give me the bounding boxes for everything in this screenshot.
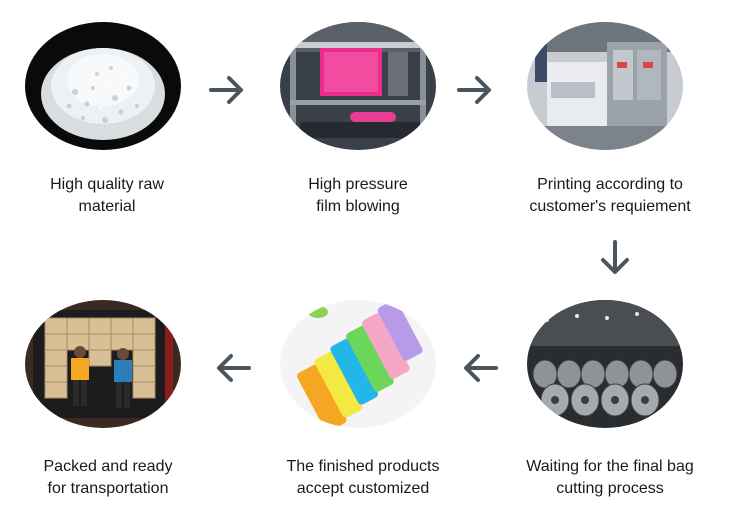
- step-6-caption-line-1: Packed and ready: [0, 456, 218, 478]
- step-1-caption-line-1: High quality raw: [0, 174, 217, 196]
- step-3-caption-line-1: Printing according to: [500, 174, 720, 196]
- step-5-caption: The finished products accept customized: [253, 456, 473, 500]
- colored-plastic-bags-image: [280, 300, 436, 428]
- step-1-caption-line-2: material: [0, 196, 217, 218]
- step-6-caption: Packed and ready for transportation: [0, 456, 218, 500]
- step-3-caption-line-2: customer's requiement: [500, 196, 720, 218]
- step-3-photo: [527, 22, 683, 150]
- step-4-caption-line-1: Waiting for the final bag: [500, 456, 720, 478]
- step-4-photo: [527, 300, 683, 428]
- step-1-caption: High quality raw material: [0, 174, 217, 218]
- step-2-caption-line-2: film blowing: [248, 196, 468, 218]
- arrow-left-icon: [213, 351, 253, 385]
- arrow-left-icon: [460, 351, 500, 385]
- step-2-caption-line-1: High pressure: [248, 174, 468, 196]
- step-3-caption: Printing according to customer's requiem…: [500, 174, 720, 218]
- workers-in-container-image: [25, 300, 181, 428]
- step-5-photo: [280, 300, 436, 428]
- step-6-photo: [25, 300, 181, 428]
- film-blowing-machine-image: [280, 22, 436, 150]
- step-5-caption-line-1: The finished products: [253, 456, 473, 478]
- printing-press-image: [527, 22, 683, 150]
- step-1-photo: [25, 22, 181, 150]
- arrow-right-icon: [455, 73, 495, 107]
- plastic-granules-image: [25, 22, 181, 150]
- step-4-caption: Waiting for the final bag cutting proces…: [500, 456, 720, 500]
- step-6-caption-line-2: for transportation: [0, 478, 218, 500]
- step-2-caption: High pressure film blowing: [248, 174, 468, 218]
- arrow-down-icon: [598, 238, 632, 278]
- step-4-caption-line-2: cutting process: [500, 478, 720, 500]
- step-5-caption-line-2: accept customized: [253, 478, 473, 500]
- step-2-photo: [280, 22, 436, 150]
- film-rolls-warehouse-image: [527, 300, 683, 428]
- arrow-right-icon: [207, 73, 247, 107]
